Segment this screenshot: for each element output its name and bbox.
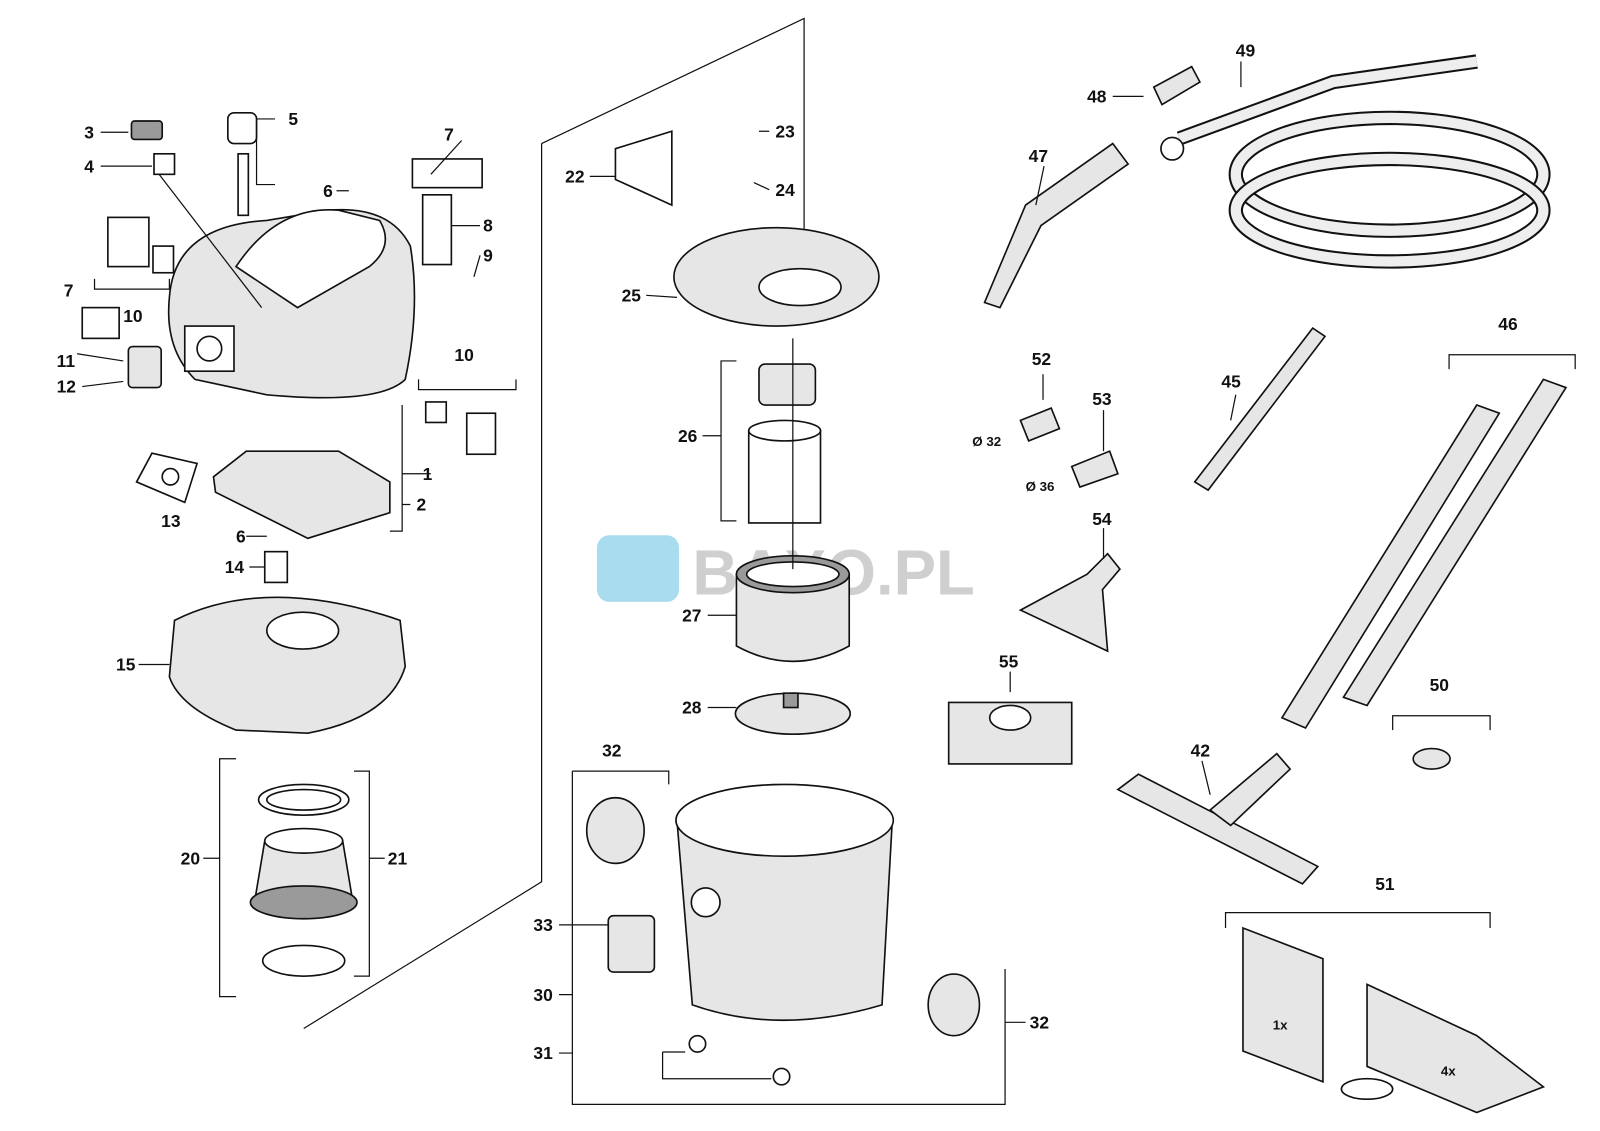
label-part-21: 21	[388, 848, 408, 868]
label-part-31: 31	[533, 1043, 553, 1063]
label-part-27: 27	[682, 605, 701, 625]
label-part-48: 48	[1087, 87, 1107, 107]
label-part-26: 26	[678, 426, 698, 446]
label-part-49: 49	[1236, 40, 1256, 60]
motor-housing-part	[168, 596, 407, 734]
label-part-50: 50	[1430, 675, 1449, 695]
label-part-2: 2	[417, 495, 427, 515]
label-diameter-36: Ø 36	[1026, 479, 1055, 494]
label-part-12: 12	[57, 377, 76, 397]
label-part-10: 10	[454, 345, 473, 365]
filter-bag-parts	[1242, 926, 1546, 1114]
label-part-55: 55	[999, 652, 1019, 672]
cover-plate-part	[212, 450, 391, 540]
hose-part	[1152, 54, 1551, 269]
part-labels: 1 2 3 4 5 6 6 7 7 8 9 10 10 11 12 13 14 …	[57, 40, 1518, 1078]
foot-parts	[81, 158, 497, 584]
label-part-6: 6	[236, 526, 246, 546]
label-part-23: 23	[775, 121, 795, 141]
label-quantity-4x: 4x	[1441, 1064, 1456, 1079]
filter-shaker-part	[227, 111, 258, 217]
label-part-25: 25	[622, 285, 642, 305]
motor-part	[249, 783, 358, 977]
label-part-32: 32	[1030, 1012, 1049, 1032]
label-part-54: 54	[1092, 509, 1112, 529]
motor-head-cover	[167, 208, 416, 399]
label-part-14: 14	[225, 557, 245, 577]
label-part-42: 42	[1191, 741, 1210, 761]
flange-part	[135, 452, 199, 504]
label-part-15: 15	[116, 655, 136, 675]
label-part-22: 22	[565, 167, 584, 187]
label-part-30: 30	[533, 985, 552, 1005]
adapter-parts	[947, 407, 1121, 765]
label-part-20: 20	[181, 848, 200, 868]
label-part-53: 53	[1092, 389, 1112, 409]
container-part	[585, 783, 981, 1086]
label-part-5: 5	[288, 109, 298, 129]
filter-cage-parts	[614, 130, 880, 735]
label-diameter-32: Ø 32	[972, 434, 1001, 449]
label-quantity-1x: 1x	[1273, 1017, 1288, 1032]
label-part-7: 7	[444, 124, 454, 144]
label-part-46: 46	[1498, 314, 1518, 334]
label-part-28: 28	[682, 698, 702, 718]
label-part-10: 10	[123, 306, 142, 326]
label-part-13: 13	[161, 511, 181, 531]
label-part-24: 24	[775, 180, 795, 200]
label-part-32: 32	[602, 741, 621, 761]
handle-tube-part	[983, 142, 1130, 309]
label-part-3: 3	[84, 122, 94, 142]
label-part-11: 11	[57, 351, 76, 371]
label-part-7: 7	[64, 280, 74, 300]
extension-tube-parts	[1193, 327, 1568, 730]
label-part-51: 51	[1375, 874, 1395, 894]
cable-part	[153, 152, 176, 176]
label-part-6: 6	[323, 181, 333, 201]
switch-part	[130, 120, 164, 141]
label-part-52: 52	[1032, 349, 1051, 369]
label-part-9: 9	[483, 245, 493, 265]
floor-nozzle-part	[1116, 747, 1451, 885]
group-divider	[303, 17, 805, 1029]
label-part-45: 45	[1221, 372, 1241, 392]
label-part-4: 4	[84, 156, 94, 176]
label-part-33: 33	[533, 915, 553, 935]
label-part-47: 47	[1029, 146, 1048, 166]
label-part-8: 8	[483, 216, 493, 236]
